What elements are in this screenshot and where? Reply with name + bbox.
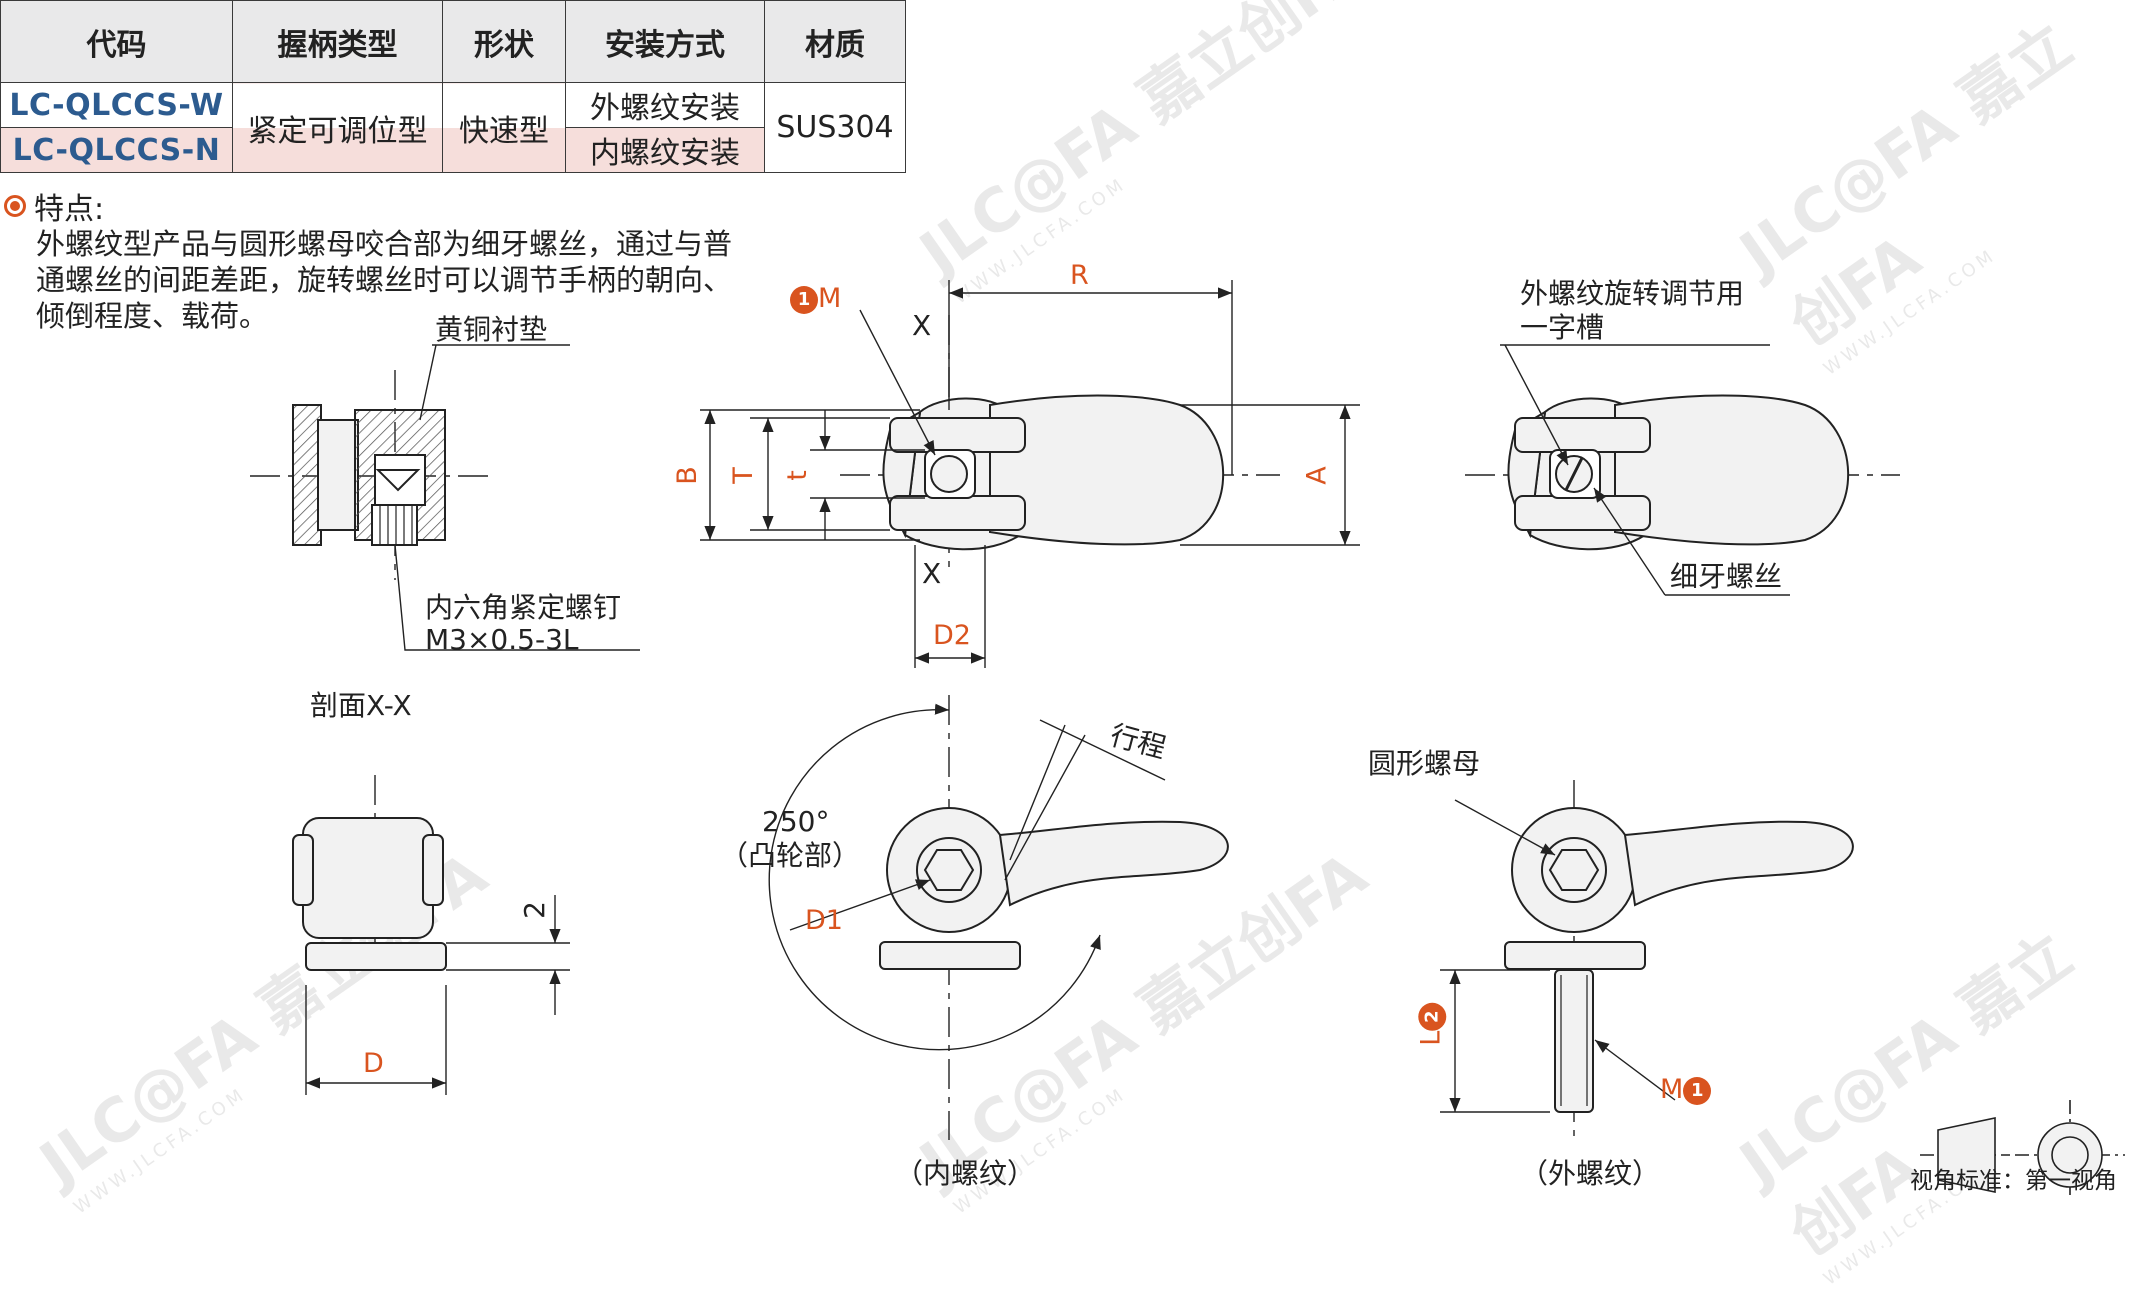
features-heading: 特点:	[0, 186, 760, 227]
dim-d2: D2	[933, 620, 971, 651]
dim-r: R	[1070, 260, 1089, 291]
set-screw-spec: M3×0.5-3L	[425, 623, 579, 656]
section-mark-x-top: X	[912, 309, 932, 342]
features-section: 特点: 外螺纹型产品与圆形螺母咬合部为细牙螺丝，通过与普通螺丝的间距差距，旋转螺…	[0, 186, 760, 334]
header-code: 代码	[0, 0, 233, 83]
dim-d1: D1	[805, 905, 843, 936]
dim-2: 2	[517, 901, 551, 919]
spec-header-row: 代码 握柄类型 形状 安装方式 材质	[0, 0, 906, 83]
internal-side-view-drawing	[768, 695, 1229, 1140]
section-mark-x-bottom: X	[922, 557, 942, 590]
features-title: 特点:	[34, 192, 105, 227]
install-cell-n: 内螺纹安装	[565, 127, 765, 173]
section-lower-drawing	[292, 775, 570, 1095]
fine-thread-label: 细牙螺丝	[1670, 560, 1783, 593]
cam-label: （凸轮部）	[720, 839, 861, 872]
internal-thread-caption: （内螺纹）	[895, 1157, 1036, 1190]
spec-table: 代码 握柄类型 形状 安装方式 材质 LC-QLCCS-W 紧定可调位型 快速型…	[0, 0, 906, 173]
internal-top-view-drawing	[700, 280, 1360, 668]
material-cell: SUS304	[764, 82, 906, 173]
product-code-w: LC-QLCCS-W	[0, 82, 233, 128]
badge-1: 1	[1683, 1076, 1712, 1105]
table-row: LC-QLCCS-W 紧定可调位型 快速型 外螺纹安装 SUS304	[0, 82, 906, 173]
bullet-icon	[4, 195, 26, 217]
shape-cell: 快速型	[442, 82, 566, 173]
header-install: 安装方式	[565, 0, 765, 83]
external-thread-caption: （外螺纹）	[1520, 1157, 1661, 1190]
header-grip-type: 握柄类型	[232, 0, 443, 83]
external-side-view-drawing	[1440, 780, 1854, 1140]
dim-t-lower: t	[781, 470, 813, 481]
dim-b: B	[671, 466, 703, 485]
dim-t-upper: T	[727, 467, 759, 484]
slot-label-2: 一字槽	[1520, 311, 1605, 344]
grip-type-cell: 紧定可调位型	[232, 82, 443, 173]
product-code-n: LC-QLCCS-N	[0, 127, 233, 173]
dim-l: L2	[1415, 1002, 1446, 1046]
badge-1: 1	[790, 285, 818, 314]
features-text: 外螺纹型产品与圆形螺母咬合部为细牙螺丝，通过与普通螺丝的间距差距，旋转螺丝时可以…	[36, 227, 733, 333]
projection-symbol	[1920, 1100, 2125, 1198]
table-row: LC-QLCCS-N 内螺纹安装	[0, 127, 906, 173]
section-label: 剖面X-X	[310, 689, 412, 722]
section-view-drawing	[250, 344, 640, 651]
round-nut-label: 圆形螺母	[1368, 747, 1481, 780]
dim-d: D	[363, 1048, 384, 1079]
slot-label: 外螺纹旋转调节用	[1520, 277, 1745, 310]
header-material: 材质	[764, 0, 906, 83]
brass-pad-label: 黄铜衬垫	[435, 313, 548, 346]
install-cell-w: 外螺纹安装	[565, 82, 765, 128]
technical-drawings	[250, 280, 2125, 1198]
set-screw-label: 内六角紧定螺钉	[425, 591, 622, 624]
dim-a: A	[1301, 466, 1333, 485]
external-top-view-drawing	[1465, 344, 1900, 596]
badge-2: 2	[1417, 1002, 1446, 1031]
angle-label: 250°	[762, 805, 830, 838]
view-standard-label: 视角标准：第一视角	[1910, 1168, 2117, 1194]
